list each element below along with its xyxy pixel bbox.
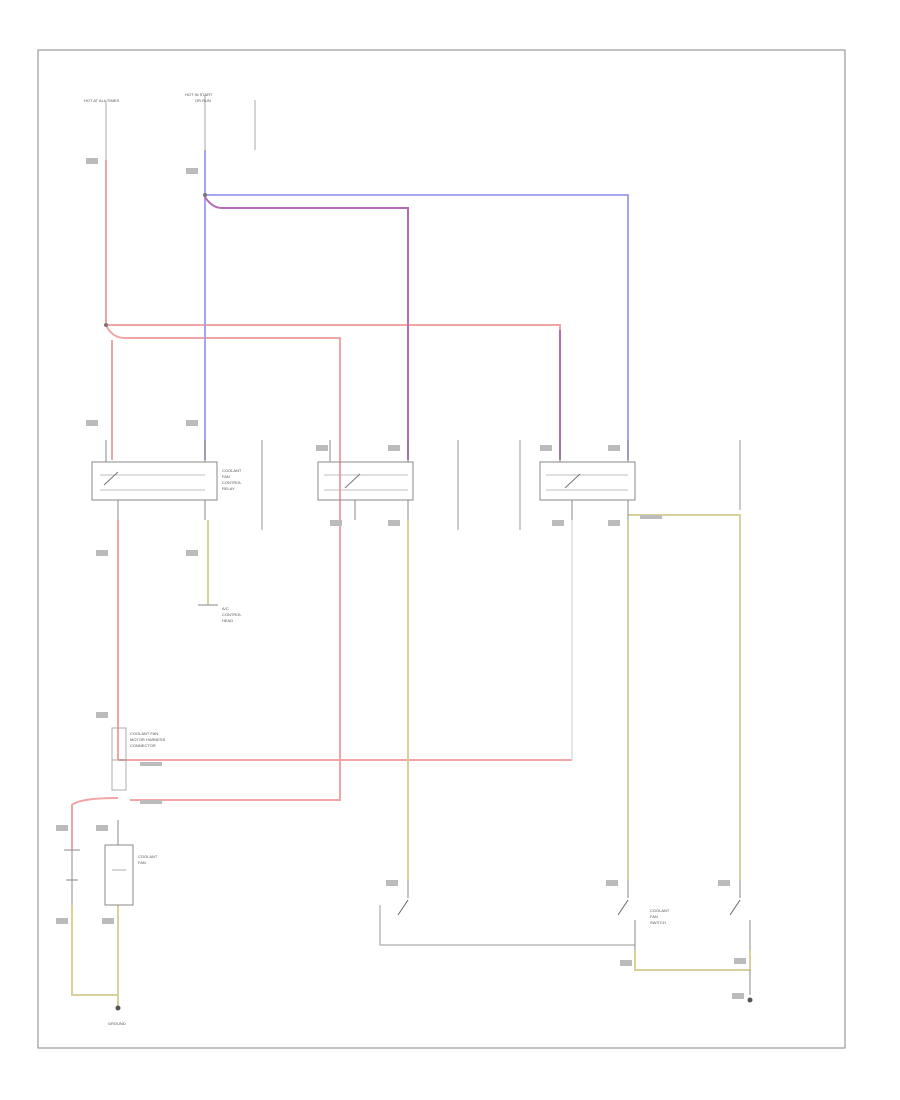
- wire-marker: [186, 168, 198, 174]
- switch-mid-l3: SWITCH: [650, 920, 666, 925]
- fan-motor-l1: COOLANT: [138, 854, 158, 859]
- coolant-fan-relay-3: [539, 440, 741, 520]
- fuse-right-label: HOT IN START: [185, 92, 213, 97]
- ground-left: GROUND: [108, 1005, 126, 1026]
- switch-mid-l1: COOLANT: [650, 908, 670, 913]
- switch-block: COOLANT FAN SWITCH: [379, 880, 670, 950]
- red-wire-bus: [105, 324, 341, 801]
- wire-code-markers: [56, 158, 746, 999]
- coolant-fan-relay: COOLANT FAN CONTROL RELAY: [91, 440, 263, 530]
- diagram-border: [37, 49, 846, 1049]
- blue-wire-top: [205, 194, 629, 460]
- wire-marker: [718, 880, 730, 886]
- yellow-wire-ground-left: [71, 905, 119, 1008]
- wire-marker: [186, 550, 198, 556]
- wire-marker: [102, 918, 114, 924]
- yellow-wires: [71, 514, 751, 1008]
- ground-right: [747, 970, 753, 1003]
- wire-marker: [388, 520, 400, 526]
- wire-marker: [56, 918, 68, 924]
- wire-marker: [608, 445, 620, 451]
- wire-marker: [86, 158, 98, 164]
- wire-marker: [86, 420, 98, 426]
- wire-marker: [388, 445, 400, 451]
- wire-marker: [330, 520, 342, 526]
- purple-wire-relay2: [204, 196, 409, 460]
- wire-marker: [96, 825, 108, 831]
- relay-1-name: COOLANT: [222, 468, 242, 473]
- red-wire-top: [106, 324, 561, 450]
- relay-1-line-3: CONTROL: [222, 480, 242, 485]
- wire-marker: [640, 515, 662, 519]
- wire-marker: [540, 445, 552, 451]
- fuse-block-right: HOT IN START OR RUN: [185, 92, 256, 150]
- wire-marker: [606, 880, 618, 886]
- purple-wires: [204, 196, 561, 460]
- relay-1-line-4: RELAY: [222, 486, 235, 491]
- fan-motor-l2: FAN: [138, 860, 146, 865]
- fan-motor-junction: COOLANT FAN MOTOR HARNESS CONNECTOR: [111, 727, 166, 791]
- yellow-wire-ground-right: [634, 950, 751, 971]
- wire-marker: [608, 520, 620, 526]
- left-component: [64, 849, 80, 905]
- switch-mid-l2: FAN: [650, 914, 658, 919]
- switch-right: [729, 880, 751, 950]
- junction-l2: MOTOR HARNESS: [130, 737, 166, 742]
- wire-marker: [140, 762, 162, 766]
- relay-1-line-2: FAN: [222, 474, 230, 479]
- junction-dot: [203, 193, 207, 197]
- junction-dot: [104, 323, 108, 327]
- yellow-wire-relay3-top: [628, 514, 741, 880]
- wire-marker: [386, 880, 398, 886]
- wire-marker: [96, 712, 108, 718]
- red-wire-motor: [71, 797, 119, 850]
- junction-l1: COOLANT FAN: [130, 731, 158, 736]
- fan-control-l1: A/C: [222, 606, 229, 611]
- wire-marker: [56, 825, 68, 831]
- wire-marker: [732, 993, 744, 999]
- junction-l3: CONNECTOR: [130, 743, 156, 748]
- wire-marker: [140, 800, 162, 804]
- wire-marker: [620, 960, 632, 966]
- wire-marker: [316, 445, 328, 451]
- wire-marker: [96, 550, 108, 556]
- fuse-right-l1: OR RUN: [195, 98, 211, 103]
- wire-marker: [734, 958, 746, 964]
- wire-marker: [552, 520, 564, 526]
- coolant-fan-motor: COOLANT FAN: [104, 820, 158, 906]
- wire-marker: [186, 420, 198, 426]
- red-wires: [71, 160, 572, 850]
- fan-control-l3: HEAD: [222, 618, 233, 623]
- ground-left-l1: GROUND: [108, 1021, 126, 1026]
- fan-control-l2: CONTROL: [222, 612, 242, 617]
- coolant-fan-relay-2: [317, 440, 521, 530]
- fuse-left-label: HOT AT ALL TIMES: [84, 98, 119, 103]
- fuse-block-left: HOT AT ALL TIMES: [84, 98, 119, 160]
- fan-control-connector: A/C CONTROL HEAD: [198, 604, 242, 623]
- blue-wires: [204, 150, 629, 460]
